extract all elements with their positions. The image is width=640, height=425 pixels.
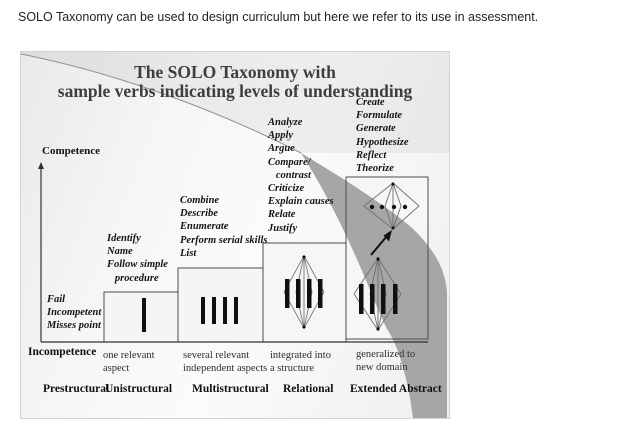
descriptor-multistructural: several relevant independent aspects (183, 350, 268, 374)
competence-axis (40, 168, 428, 343)
intro-text: SOLO Taxonomy can be used to design curr… (18, 10, 539, 24)
unistructural-bar (142, 298, 146, 332)
swoosh-top-tint (21, 52, 449, 153)
extended-lower-diamond (353, 257, 402, 331)
descriptor-relational: integrated into a structure (270, 350, 331, 374)
verbs-prestructural: Fail Incompetent Misses point (47, 294, 102, 331)
verbs-unistructural: Identify Name Follow simple procedure (107, 233, 168, 284)
label-prestructural: Prestructural (43, 383, 110, 395)
descriptor-extended: generalized to new domain (356, 349, 416, 373)
multistructural-bars (201, 297, 238, 324)
incompetence-label: Incompetence (28, 346, 97, 358)
diagram-title-line2: sample verbs indicating levels of unders… (57, 81, 413, 101)
label-multistructural: Multistructural (192, 383, 269, 395)
axis-arrowhead (38, 162, 44, 169)
extended-abstract-box (345, 176, 429, 340)
abstraction-dots (369, 204, 408, 210)
verbs-extended: Create Formulate Generate Hypothesize Re… (356, 97, 409, 175)
extended-upper-diamond (363, 181, 420, 231)
label-relational: Relational (283, 383, 334, 395)
descriptor-unistructural: one relevant aspect (103, 350, 155, 374)
verbs-multistructural: Combine Describe Enumerate Perform seria… (180, 195, 268, 259)
swoosh-line (21, 53, 302, 154)
competence-label: Competence (42, 145, 101, 157)
verbs-relational: Analyze Apply Argue Compare/ contrast Cr… (268, 117, 334, 234)
label-extended: Extended Abstract (350, 383, 442, 395)
diagram-art (21, 52, 449, 418)
relational-diamond (283, 255, 325, 329)
diagram-title-line1: The SOLO Taxonomy with (134, 62, 336, 82)
label-unistructural: Unistructural (105, 383, 173, 395)
solo-diagram-panel: The SOLO Taxonomy with sample verbs indi… (20, 51, 450, 419)
generalization-arrow (370, 230, 392, 256)
